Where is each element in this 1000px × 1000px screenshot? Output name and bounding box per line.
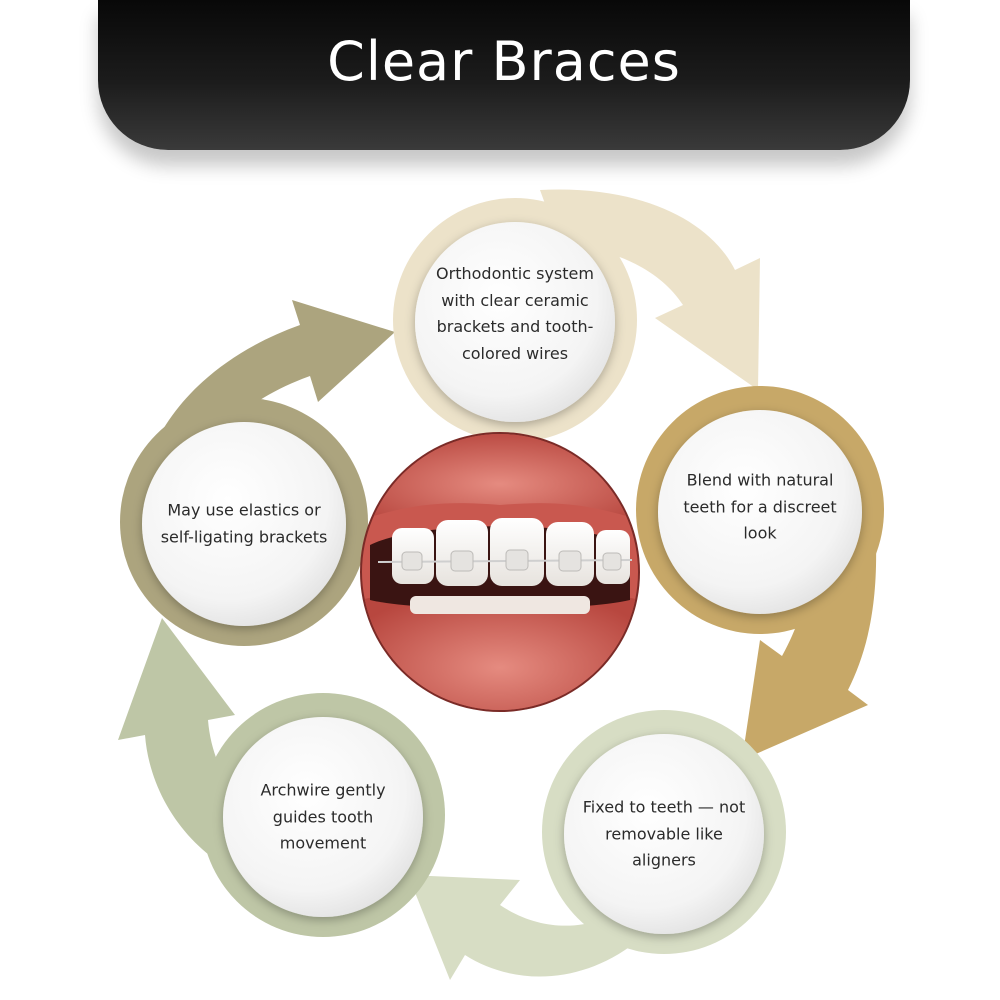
- node-2-text: Blend with natural teeth for a discreet …: [683, 470, 837, 543]
- node-2-ring: [636, 386, 884, 634]
- node-1-text: Orthodontic system with clear ceramic br…: [436, 264, 594, 363]
- node-1-ring: [393, 198, 637, 442]
- node-5-ring: [120, 398, 368, 646]
- arrow-lightsage-to-sage: [408, 875, 660, 980]
- node-4-text: Archwire gently guides tooth movement: [260, 780, 386, 853]
- node-5-text: May use elastics or self-ligating bracke…: [160, 500, 328, 547]
- teeth-icon: [377, 518, 633, 614]
- braces-photo: [360, 432, 640, 712]
- page-title: Clear Braces: [327, 30, 681, 93]
- node-3-ring: [542, 710, 786, 954]
- node-4-ring: [201, 693, 445, 937]
- node-3-text: Fixed to teeth — not removable like alig…: [582, 797, 746, 870]
- title-banner: Clear Braces: [98, 0, 910, 150]
